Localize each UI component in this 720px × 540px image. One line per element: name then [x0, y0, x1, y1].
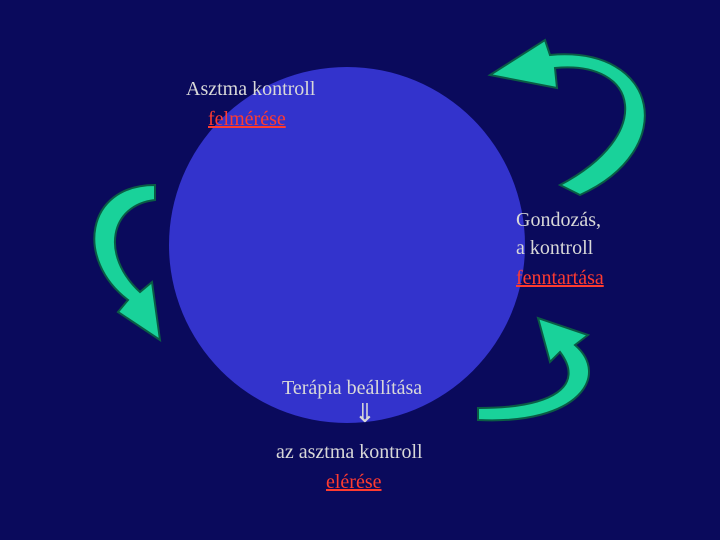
- central-circle: [169, 67, 525, 423]
- label-maintenance-line2: a kontroll: [516, 237, 594, 259]
- label-therapy-line2: az asztma kontroll: [276, 441, 423, 463]
- curved-arrow-bottom-right: [477, 316, 591, 422]
- label-maintenance-line3: fenntartása: [516, 267, 604, 289]
- label-assessment-line1: Asztma kontroll: [186, 78, 316, 100]
- label-assessment-line2: felmérése: [208, 108, 286, 130]
- curved-arrow-top-right: [487, 38, 646, 197]
- label-therapy-line3: elérése: [326, 471, 382, 493]
- label-therapy-line1: Terápia beállítása: [282, 377, 423, 399]
- down-arrow-icon: ⇓: [354, 399, 376, 428]
- curved-arrow-left: [93, 183, 162, 343]
- label-maintenance-line1: Gondozás,: [516, 209, 601, 231]
